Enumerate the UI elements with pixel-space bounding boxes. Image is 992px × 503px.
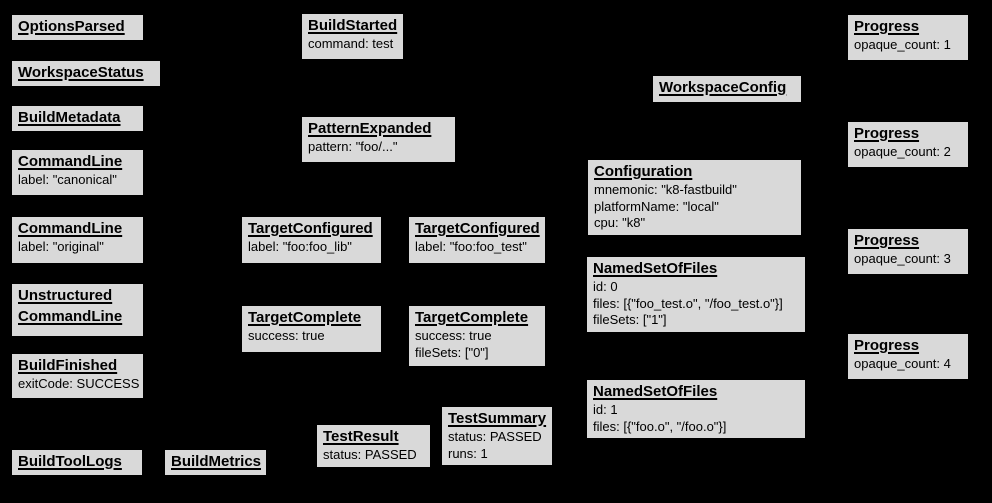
event-box-build-tool-logs: BuildToolLogs bbox=[10, 448, 144, 477]
event-title: PatternExpanded bbox=[308, 120, 432, 137]
event-field: status: PASSED bbox=[448, 429, 542, 444]
event-box-named-set-of-files-0: NamedSetOfFiles id: 0 files: [{"foo_test… bbox=[585, 255, 807, 334]
event-field: fileSets: ["1"] bbox=[593, 312, 667, 327]
event-title: BuildToolLogs bbox=[18, 453, 122, 470]
event-field: exitCode: SUCCESS bbox=[18, 376, 140, 391]
event-box-progress-1: Progress opaque_count: 1 bbox=[846, 13, 970, 62]
event-field: label: "foo:foo_test" bbox=[415, 239, 527, 254]
event-title: Unstructured CommandLine bbox=[18, 287, 123, 325]
event-field: opaque_count: 4 bbox=[854, 356, 951, 371]
event-title: TestSummary bbox=[448, 410, 547, 427]
event-title: WorkspaceConfig bbox=[659, 79, 787, 96]
event-box-progress-2: Progress opaque_count: 2 bbox=[846, 120, 970, 169]
event-field: opaque_count: 2 bbox=[854, 144, 951, 159]
event-box-test-result: TestResult status: PASSED bbox=[315, 423, 432, 469]
event-field: files: [{"foo.o", "/foo.o"}] bbox=[593, 418, 727, 434]
event-box-target-complete-foo-lib: TargetComplete success: true bbox=[240, 304, 383, 354]
event-title: TestResult bbox=[323, 428, 399, 445]
event-title: TargetComplete bbox=[248, 309, 362, 326]
event-title: Progress bbox=[854, 18, 920, 35]
event-title: Progress bbox=[854, 337, 920, 354]
event-field: fileSets: ["0"] bbox=[415, 344, 489, 360]
event-field: cpu: "k8" bbox=[594, 215, 646, 230]
event-box-test-summary: TestSummary status: PASSED runs: 1 bbox=[440, 405, 554, 467]
event-title: Progress bbox=[854, 125, 920, 142]
event-title: CommandLine bbox=[18, 153, 123, 170]
event-title: BuildMetadata bbox=[18, 109, 121, 126]
event-title: Progress bbox=[854, 232, 920, 249]
event-field: label: "original" bbox=[18, 239, 104, 254]
event-title: TargetComplete bbox=[415, 309, 529, 326]
event-box-pattern-expanded: PatternExpanded pattern: "foo/..." bbox=[300, 115, 457, 164]
event-box-build-finished: BuildFinished exitCode: SUCCESS bbox=[10, 352, 145, 400]
event-title: WorkspaceStatus bbox=[18, 64, 144, 81]
event-box-command-line-original: CommandLine label: "original" bbox=[10, 215, 145, 265]
event-title: BuildStarted bbox=[308, 17, 398, 34]
event-field: id: 0 bbox=[593, 279, 618, 294]
event-field: platformName: "local" bbox=[594, 198, 719, 214]
event-field: label: "foo:foo_lib" bbox=[248, 239, 352, 254]
event-box-command-line-canonical: CommandLine label: "canonical" bbox=[10, 148, 145, 197]
event-box-build-metrics: BuildMetrics bbox=[163, 448, 268, 477]
event-field: success: true bbox=[248, 328, 325, 343]
event-box-unstructured-command-line: Unstructured CommandLine bbox=[10, 282, 145, 338]
event-box-options-parsed: OptionsParsed bbox=[10, 13, 145, 42]
event-box-build-metadata: BuildMetadata bbox=[10, 104, 145, 133]
event-box-target-complete-foo-test: TargetComplete success: true fileSets: [… bbox=[407, 304, 547, 368]
event-box-configuration: Configuration mnemonic: "k8-fastbuild" p… bbox=[586, 158, 803, 237]
event-field: id: 1 bbox=[593, 402, 618, 417]
event-field: success: true bbox=[415, 328, 492, 343]
event-title: TargetConfigured bbox=[248, 220, 373, 237]
event-title: NamedSetOfFiles bbox=[593, 260, 718, 277]
event-field: opaque_count: 1 bbox=[854, 37, 951, 52]
event-title: BuildFinished bbox=[18, 357, 118, 374]
event-title: Configuration bbox=[594, 163, 693, 180]
event-title: CommandLine bbox=[18, 220, 123, 237]
event-box-workspace-config: WorkspaceConfig bbox=[651, 74, 803, 104]
event-box-named-set-of-files-1: NamedSetOfFiles id: 1 files: [{"foo.o", … bbox=[585, 378, 807, 440]
event-box-build-started: BuildStarted command: test bbox=[300, 12, 405, 61]
event-title: BuildMetrics bbox=[171, 453, 262, 470]
event-field: files: [{"foo_test.o", "/foo_test.o"}] bbox=[593, 295, 783, 311]
event-box-workspace-status: WorkspaceStatus bbox=[10, 59, 162, 88]
event-title: TargetConfigured bbox=[415, 220, 540, 237]
event-field: command: test bbox=[308, 36, 394, 51]
event-title: OptionsParsed bbox=[18, 18, 125, 35]
event-box-target-configured-foo-lib: TargetConfigured label: "foo:foo_lib" bbox=[240, 215, 383, 265]
event-box-progress-4: Progress opaque_count: 4 bbox=[846, 332, 970, 381]
event-field: status: PASSED bbox=[323, 447, 417, 462]
event-field: opaque_count: 3 bbox=[854, 251, 951, 266]
event-field: mnemonic: "k8-fastbuild" bbox=[594, 182, 737, 197]
event-box-progress-3: Progress opaque_count: 3 bbox=[846, 227, 970, 276]
event-field: runs: 1 bbox=[448, 445, 488, 461]
event-box-target-configured-foo-test: TargetConfigured label: "foo:foo_test" bbox=[407, 215, 547, 265]
event-field: pattern: "foo/..." bbox=[308, 139, 398, 154]
event-field: label: "canonical" bbox=[18, 172, 117, 187]
event-title: NamedSetOfFiles bbox=[593, 383, 718, 400]
